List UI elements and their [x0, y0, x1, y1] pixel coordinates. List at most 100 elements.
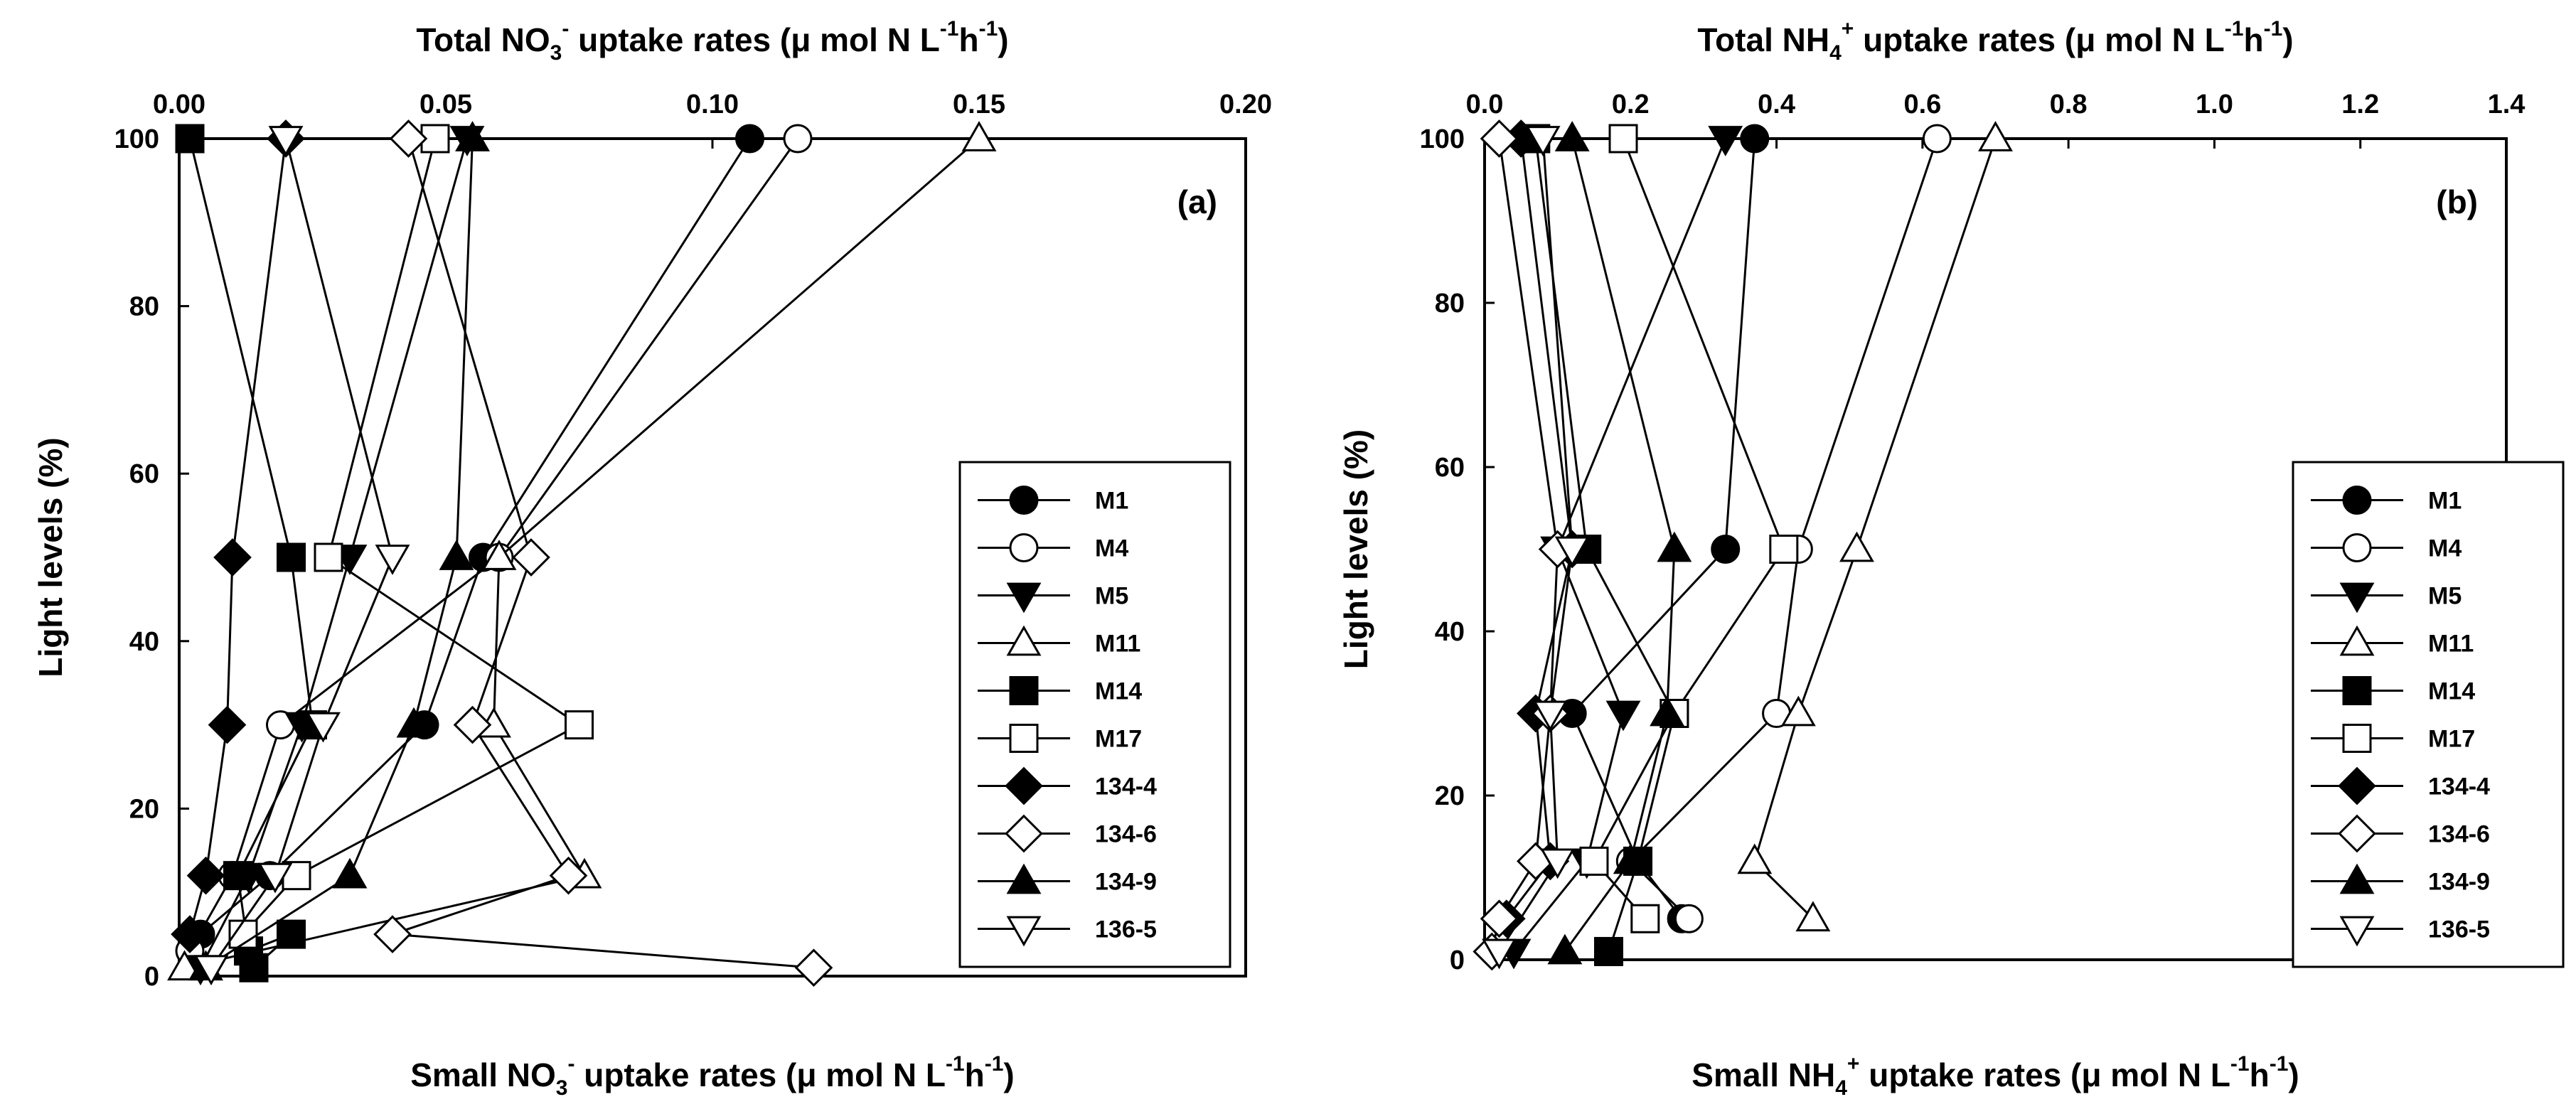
- data-point: [1978, 121, 2013, 151]
- data-point: [1547, 933, 1583, 965]
- legend-item: M1: [2311, 486, 2462, 515]
- data-point: [268, 126, 304, 156]
- data-point: [481, 540, 517, 570]
- y-tick-label: 100: [1420, 124, 1465, 154]
- axis-title-part-sup3: -1: [2270, 1052, 2289, 1076]
- legend-marker: [1006, 863, 1042, 894]
- series-M11: [1737, 121, 2013, 932]
- legend-marker: [2339, 625, 2375, 656]
- legend-marker: [2342, 486, 2372, 515]
- data-point: [565, 710, 594, 740]
- x-tick-label: 0.4: [1758, 90, 1795, 119]
- x-axis-title-bottom: Small NH4+ uptake rates (μ mol N L-1h-1): [1691, 1052, 2299, 1100]
- legend-label: M11: [2428, 631, 2474, 658]
- data-point: [389, 119, 428, 158]
- data-point: [1780, 695, 1816, 727]
- data-point: [1795, 901, 1831, 932]
- axis-title-part-post: ): [2282, 21, 2293, 58]
- axis-title-part-sup2: -1: [2225, 17, 2244, 41]
- y-tick-label: 60: [129, 459, 159, 489]
- legend-marker: [2339, 863, 2375, 894]
- axis-title-part-sup: +: [1842, 17, 1854, 41]
- axis-title-part-mid: uptake rates (μ mol N L: [574, 1056, 945, 1093]
- y-tick-label: 80: [129, 292, 159, 322]
- legend-marker: [1006, 625, 1042, 656]
- legend-item: 134-4: [2311, 766, 2490, 805]
- axis-title-part-post: ): [998, 21, 1008, 58]
- axis-title-part-sub: 3: [556, 1076, 568, 1100]
- data-point: [1608, 124, 1638, 154]
- legend-label: 136-5: [2428, 916, 2490, 943]
- data-point: [314, 542, 343, 572]
- y-tick-label: 20: [129, 794, 159, 824]
- data-point: [186, 856, 225, 895]
- x-axis-title-top: Total NO3- uptake rates (μ mol N L-1h-1): [416, 17, 1008, 65]
- y-tick-label: 0: [144, 962, 159, 992]
- data-point: [1593, 936, 1623, 966]
- axis-title-part-sup3: -1: [979, 17, 998, 41]
- legend-item: 136-5: [978, 916, 1157, 947]
- data-point: [332, 857, 368, 889]
- series-134-9: [1547, 121, 1692, 965]
- axis-title-part-mid2: h: [2243, 21, 2263, 58]
- axis-title-part-sup: -: [567, 1052, 574, 1076]
- data-point: [1839, 531, 1874, 562]
- panel-label: (b): [2436, 183, 2478, 220]
- legend-marker: [2342, 533, 2372, 562]
- data-point: [396, 707, 432, 738]
- legend-item: 134-6: [2311, 814, 2490, 853]
- y-axis-title: Light levels (%): [1337, 429, 1374, 669]
- data-point: [171, 915, 209, 953]
- axis-title-part-sup3: -1: [985, 1052, 1004, 1076]
- legend-marker: [1006, 582, 1042, 614]
- legend-marker: [2339, 916, 2375, 947]
- legend-item: 134-6: [978, 814, 1157, 853]
- legend-item: M11: [978, 625, 1140, 658]
- data-point: [1540, 848, 1576, 879]
- axis-title-part-mid2: h: [965, 1056, 985, 1093]
- y-tick-label: 80: [1435, 289, 1465, 318]
- series-136-5: [193, 126, 410, 986]
- legend-box: [958, 461, 1231, 968]
- legend-item: 134-9: [978, 863, 1157, 896]
- axis-title-part-mid: uptake rates (μ mol N L: [1854, 21, 2224, 58]
- data-point: [1554, 536, 1590, 567]
- legend-item: M17: [978, 724, 1142, 753]
- legend-label: M17: [2428, 726, 2475, 753]
- y-tick-label: 0: [1450, 946, 1465, 975]
- data-point: [1769, 535, 1799, 564]
- axis-title-part-mid: uptake rates (μ mol N L: [1859, 1056, 2230, 1093]
- legend-marker: [1009, 676, 1039, 705]
- legend-item: M11: [2311, 625, 2474, 658]
- y-axis-title: Light levels (%): [32, 437, 69, 677]
- x-tick-label: 0.15: [953, 90, 1005, 119]
- legend-marker: [1005, 814, 1043, 853]
- x-tick-label: 1.4: [2488, 90, 2526, 119]
- data-point: [306, 712, 341, 743]
- legend-item: 134-9: [2311, 863, 2490, 896]
- x-tick-label: 0.6: [1903, 90, 1941, 119]
- legend-label: 134-9: [1095, 869, 1157, 896]
- data-point: [175, 124, 205, 154]
- x-tick-label: 0.0: [1466, 90, 1504, 119]
- legend-label: 134-6: [1095, 821, 1157, 848]
- data-point: [1737, 843, 1773, 874]
- axis-title-part-sup: -: [562, 17, 569, 41]
- legend-marker: [1009, 533, 1039, 562]
- data-point: [193, 955, 229, 986]
- legend-marker: [1009, 486, 1039, 515]
- legend-label: M1: [2428, 488, 2462, 515]
- data-point: [208, 705, 247, 744]
- axis-title-part-sup2: -1: [946, 1052, 965, 1076]
- data-point: [167, 950, 202, 981]
- legend-marker: [2338, 766, 2376, 805]
- legend-item: 134-4: [978, 766, 1157, 805]
- data-point: [794, 948, 833, 987]
- x-tick-label: 0.2: [1612, 90, 1650, 119]
- legend-item: M5: [978, 582, 1128, 614]
- legend-item: M14: [978, 676, 1142, 705]
- data-point: [439, 540, 474, 570]
- legend-label: M4: [2428, 535, 2462, 562]
